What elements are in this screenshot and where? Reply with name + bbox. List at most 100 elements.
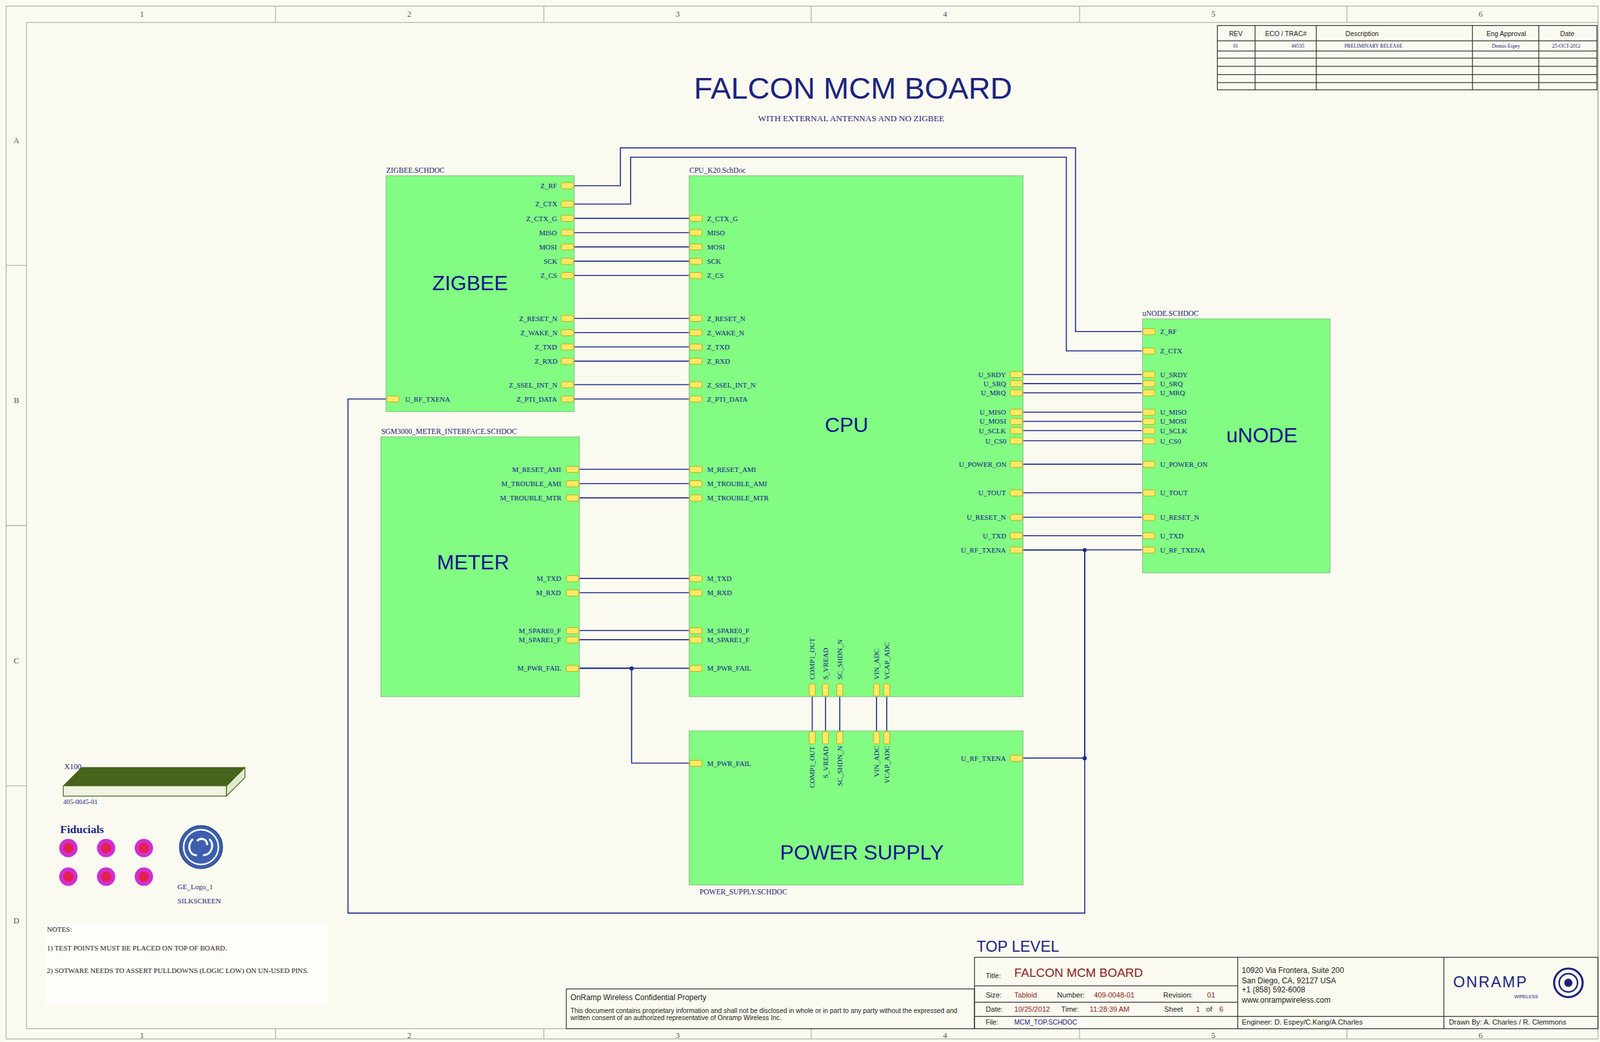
signal-wire xyxy=(875,697,878,731)
zone-number: 1 xyxy=(139,1031,144,1041)
pin-label: U_RF_TXENA xyxy=(404,395,451,404)
zone-number: 6 xyxy=(1478,1031,1483,1041)
signal-wire xyxy=(1023,374,1143,376)
pin-label: U_POWER_ON xyxy=(958,460,1007,469)
pin-marker xyxy=(690,665,703,672)
pin-marker xyxy=(1142,418,1156,425)
pin-marker xyxy=(1142,371,1156,378)
signal-wire xyxy=(579,592,689,594)
pin-marker xyxy=(1009,371,1023,378)
pin-label: M_TXD xyxy=(536,574,562,583)
pin-label: M_TXD xyxy=(707,574,732,583)
signal-wire xyxy=(579,668,689,763)
pin-marker xyxy=(690,343,703,350)
block-name: ZIGBEE xyxy=(432,271,508,296)
pin-marker xyxy=(566,590,579,596)
signal-wire xyxy=(579,497,689,499)
signal-wire xyxy=(574,274,689,277)
pin-label: VCAP_ADC xyxy=(882,642,891,680)
pin-label: SC_SHDN_N xyxy=(835,745,844,786)
pin-label: M_TROUBLE_MTR xyxy=(499,493,562,502)
pin-label: Z_CTX xyxy=(535,199,558,208)
pin-label: U_SRDY xyxy=(978,370,1007,379)
signal-wire xyxy=(574,317,689,320)
pin-label: U_RF_TXENA xyxy=(960,754,1007,763)
zone-number: 2 xyxy=(406,9,411,20)
signal-wire xyxy=(579,483,689,485)
pin-marker xyxy=(1009,418,1023,425)
pin-marker xyxy=(1142,514,1156,521)
table-header: Description xyxy=(1345,30,1379,38)
field-value: 409-0048-01 xyxy=(1093,991,1135,999)
notes-heading: NOTES: xyxy=(47,925,73,934)
pin-marker xyxy=(566,575,579,582)
schematic-block: POWER_SUPPLY.SCHDOCPOWER SUPPLY xyxy=(688,730,1024,887)
pin-label: SC_SHDN_N xyxy=(835,639,844,680)
signal-wire xyxy=(579,630,689,632)
pin-marker xyxy=(566,480,579,487)
signal-wire xyxy=(886,697,888,731)
sheet-file-name: SGM3000_METER_INTERFACE.SCHDOC xyxy=(381,427,517,436)
pin-marker xyxy=(822,683,829,696)
signal-wire xyxy=(1023,492,1143,494)
note-text: 1) TEST POINTS MUST BE PLACED ON TOP OF … xyxy=(47,944,228,952)
pin-label: U_MRQ xyxy=(980,388,1007,397)
pin-label: MISO xyxy=(707,228,726,237)
pin-label: M_RESET_AMI xyxy=(707,465,757,474)
pin-marker xyxy=(836,683,843,696)
field-value: 11:28:39 AM xyxy=(1089,1005,1130,1014)
pin-marker xyxy=(561,257,574,264)
pin-label: Z_TXD xyxy=(707,343,731,351)
address-line: www.onrampwireless.com xyxy=(1242,995,1331,1005)
pin-label: Z_RESET_N xyxy=(707,314,746,323)
block-name: METER xyxy=(437,550,510,575)
sheet-title: FALCON MCM BOARD xyxy=(693,70,1013,106)
wire-junction xyxy=(1082,548,1087,553)
signal-wire xyxy=(1023,430,1143,432)
pin-marker xyxy=(822,731,829,745)
pin-label: VCAP_ADC xyxy=(882,746,891,784)
table-cell: #4535 xyxy=(1291,43,1305,50)
zone-letter: C xyxy=(13,656,19,667)
pin-marker xyxy=(1142,427,1156,434)
field-value: MCM_TOP.SCHDOC xyxy=(1014,1018,1077,1027)
pin-marker xyxy=(1142,532,1156,539)
field-name: Sheet xyxy=(1164,1005,1183,1014)
pin-marker xyxy=(836,731,843,745)
field-value: 1 xyxy=(1195,1005,1200,1014)
field-name: Revision: xyxy=(1163,991,1194,999)
field-name: Size: xyxy=(985,991,1002,999)
pin-label: U_SRDY xyxy=(1160,370,1188,379)
part-note: SILKSCREEN xyxy=(177,897,221,905)
pin-marker xyxy=(561,343,574,350)
signal-wire xyxy=(1023,421,1143,423)
schematic-block: ZIGBEE.SCHDOCZIGBEE xyxy=(385,175,575,413)
confidential-text: This document contains proprietary infor… xyxy=(570,1007,970,1022)
signal-wire xyxy=(1023,392,1143,394)
signal-wire xyxy=(1023,440,1143,442)
pin-marker xyxy=(690,575,703,582)
field-name: of xyxy=(1205,1005,1212,1014)
confidential-heading: OnRamp Wireless Confidential Property xyxy=(570,993,707,1003)
block-name: CPU xyxy=(824,413,869,438)
pin-label: COMP1_OUT xyxy=(808,746,816,789)
schematic-block: CPU_K20.SchDocCPU xyxy=(688,175,1024,698)
pin-label: Z_RF xyxy=(1160,327,1177,336)
sheet-file-name: uNODE.SCHDOC xyxy=(1142,309,1199,318)
pin-label: U_MOSI xyxy=(1160,417,1187,425)
note-text: 2) SOTWARE NEEDS TO ASSERT PULLDOWNS (LO… xyxy=(47,966,321,975)
pin-label: U_SRQ xyxy=(1160,379,1183,388)
pin-label: U_MISO xyxy=(979,408,1007,416)
signal-wire xyxy=(579,577,689,580)
pin-label: Z_PTI_DATA xyxy=(707,395,749,404)
signal-wire xyxy=(574,360,689,362)
pin-marker xyxy=(690,272,703,279)
pin-marker xyxy=(561,182,574,189)
zone-number: 3 xyxy=(675,1031,680,1041)
pin-label: COMP1_OUT xyxy=(808,637,816,680)
company-logo-text: ONRAMP xyxy=(1452,973,1528,992)
table-header: ECO / TRAC# xyxy=(1265,30,1307,38)
pin-marker xyxy=(1142,328,1156,335)
pin-label: U_CS0 xyxy=(1160,437,1181,445)
signal-wire xyxy=(1023,411,1143,413)
